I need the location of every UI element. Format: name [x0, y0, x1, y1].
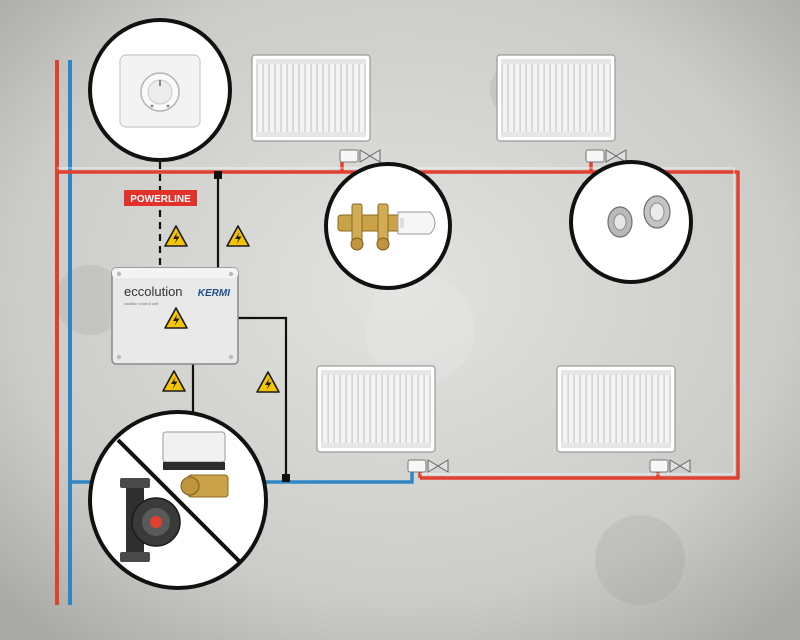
mixing-valve-actuator-icon — [162, 431, 229, 498]
radiator-top-left — [251, 54, 371, 142]
compression-fittings-icon — [607, 195, 671, 238]
room-thermostat-icon — [119, 54, 201, 128]
control-brand-label: eccolution — [124, 284, 183, 299]
wire-junction-top — [214, 171, 222, 179]
radiator-bottom-right — [556, 365, 676, 453]
wire-junction-bottom — [282, 474, 290, 482]
radiator-valve-block-icon — [337, 203, 436, 251]
powerline-badge: POWERLINE — [124, 190, 197, 206]
fittings-callout — [569, 160, 693, 284]
crossed-out-line — [116, 438, 242, 564]
circulation-pump-icon — [120, 478, 181, 562]
thermostat-callout — [88, 18, 232, 162]
radiator-bottom-left — [316, 365, 436, 453]
radiator-top-right — [496, 54, 616, 142]
control-sub-label: radiator control unit — [124, 301, 159, 306]
eccolution-control-unit: eccolution KERMI radiator control unit — [111, 267, 239, 365]
valve-block-callout — [324, 162, 452, 290]
powerline-label: POWERLINE — [130, 194, 191, 205]
pump-mixer-callout — [88, 410, 268, 590]
control-maker-logo: KERMI — [198, 288, 230, 299]
